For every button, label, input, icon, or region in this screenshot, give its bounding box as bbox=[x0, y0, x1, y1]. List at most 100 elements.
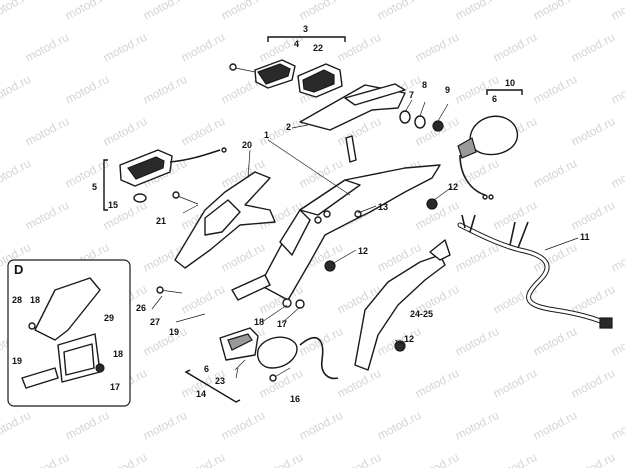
label-11: 11 bbox=[580, 232, 590, 242]
watermark-text: motod.ru bbox=[531, 0, 579, 23]
watermark-text: motod.ru bbox=[179, 450, 227, 468]
grouping-brackets bbox=[103, 36, 523, 403]
watermark-text: motod.ru bbox=[0, 72, 33, 107]
watermark-text: motod.ru bbox=[531, 408, 579, 443]
label-6-bottom: 6 bbox=[204, 364, 209, 374]
watermark-text: motod.ru bbox=[297, 408, 345, 443]
label-12-a: 12 bbox=[448, 182, 458, 192]
watermark-text: motod.ru bbox=[335, 30, 383, 65]
watermark-text: motod.ru bbox=[179, 114, 227, 149]
watermark-text: motod.ru bbox=[453, 0, 501, 23]
label-1: 1 bbox=[264, 130, 269, 140]
label-18-main: 18 bbox=[254, 317, 264, 327]
label-22: 22 bbox=[313, 43, 323, 53]
watermark-text: motod.ru bbox=[531, 324, 579, 359]
label-4: 4 bbox=[294, 39, 299, 49]
label-6-top: 6 bbox=[492, 94, 497, 104]
watermark-text: motod.ru bbox=[219, 240, 267, 275]
watermark-text: motod.ru bbox=[23, 198, 71, 233]
watermark-text: motod.ru bbox=[491, 30, 539, 65]
label-28: 28 bbox=[12, 295, 22, 305]
watermark-text: motod.ru bbox=[609, 72, 625, 107]
watermark-text: motod.ru bbox=[141, 0, 189, 23]
watermark-text: motod.ru bbox=[531, 156, 579, 191]
detail-inset-d bbox=[7, 259, 131, 407]
watermark-text: motod.ru bbox=[141, 408, 189, 443]
watermark-text: motod.ru bbox=[569, 114, 617, 149]
watermark-text: motod.ru bbox=[179, 282, 227, 317]
watermark-text: motod.ru bbox=[63, 0, 111, 23]
indicator-left bbox=[119, 147, 227, 203]
label-17-main: 17 bbox=[277, 319, 287, 329]
label-17-inset: 17 bbox=[110, 382, 120, 392]
watermark-text: motod.ru bbox=[569, 366, 617, 401]
watermark-text: motod.ru bbox=[413, 450, 461, 468]
watermark-text: motod.ru bbox=[257, 450, 305, 468]
watermark-text: motod.ru bbox=[375, 408, 423, 443]
label-23: 23 bbox=[215, 376, 225, 386]
watermark-text: motod.ru bbox=[63, 72, 111, 107]
watermark-text: motod.ru bbox=[23, 450, 71, 468]
watermark-text: motod.ru bbox=[491, 366, 539, 401]
label-20: 20 bbox=[242, 140, 252, 150]
label-16: 16 bbox=[290, 394, 300, 404]
side-cover bbox=[354, 239, 451, 371]
label-19-inset: 19 bbox=[12, 356, 22, 366]
grab-handle bbox=[174, 171, 276, 269]
label-13: 13 bbox=[378, 202, 388, 212]
plate-light bbox=[219, 327, 339, 382]
watermark-text: motod.ru bbox=[141, 324, 189, 359]
label-8: 8 bbox=[422, 80, 427, 90]
label-5: 5 bbox=[92, 182, 97, 192]
label-7: 7 bbox=[409, 90, 414, 100]
label-12-c: 12 bbox=[404, 334, 414, 344]
label-29: 29 bbox=[104, 313, 114, 323]
label-26: 26 bbox=[136, 303, 146, 313]
indicator-right bbox=[457, 115, 519, 200]
watermark-text: motod.ru bbox=[609, 0, 625, 23]
watermark-text: motod.ru bbox=[101, 114, 149, 149]
watermark-text: motod.ru bbox=[23, 114, 71, 149]
label-3: 3 bbox=[303, 24, 308, 34]
watermark-text: motod.ru bbox=[219, 0, 267, 23]
watermark-text: motod.ru bbox=[101, 30, 149, 65]
bolt-21 bbox=[172, 191, 199, 205]
watermark-text: motod.ru bbox=[413, 366, 461, 401]
wiring-harness bbox=[457, 214, 613, 329]
watermark-text: motod.ru bbox=[609, 324, 625, 359]
label-14: 14 bbox=[196, 389, 206, 399]
hardware-7-8-9 bbox=[399, 110, 444, 132]
rear-mudguard-frame bbox=[259, 164, 441, 301]
label-21: 21 bbox=[156, 216, 166, 226]
watermark-text: motod.ru bbox=[335, 450, 383, 468]
watermark-text: motod.ru bbox=[453, 408, 501, 443]
watermark-text: motod.ru bbox=[0, 156, 33, 191]
watermark-text: motod.ru bbox=[297, 0, 345, 23]
watermark-text: motod.ru bbox=[609, 240, 625, 275]
watermark-text: motod.ru bbox=[569, 30, 617, 65]
tail-light-assembly bbox=[229, 59, 406, 163]
label-2: 2 bbox=[286, 122, 291, 132]
label-15: 15 bbox=[108, 200, 118, 210]
watermark-text: motod.ru bbox=[609, 156, 625, 191]
watermark-text: motod.ru bbox=[569, 198, 617, 233]
label-19-main: 19 bbox=[169, 327, 179, 337]
watermark-text: motod.ru bbox=[0, 408, 33, 443]
callout-labels: 3 4 22 7 8 9 10 6 2 1 20 12 13 12 12 11 … bbox=[12, 24, 590, 404]
watermark-text: motod.ru bbox=[179, 30, 227, 65]
watermark-text: motod.ru bbox=[569, 450, 617, 468]
watermark-text: motod.ru bbox=[491, 450, 539, 468]
watermark-text: motod.ru bbox=[23, 30, 71, 65]
leader-lines bbox=[151, 99, 579, 379]
label-24-25: 24-25 bbox=[410, 309, 433, 319]
watermark-text: motod.ru bbox=[413, 30, 461, 65]
label-27: 27 bbox=[150, 317, 160, 327]
watermark-text: motod.ru bbox=[63, 408, 111, 443]
watermark-text: motod.ru bbox=[453, 240, 501, 275]
label-10: 10 bbox=[505, 78, 515, 88]
watermark-text: motod.ru bbox=[101, 450, 149, 468]
watermark-text: motod.ru bbox=[141, 72, 189, 107]
label-9: 9 bbox=[445, 85, 450, 95]
watermark-text: motod.ru bbox=[491, 198, 539, 233]
